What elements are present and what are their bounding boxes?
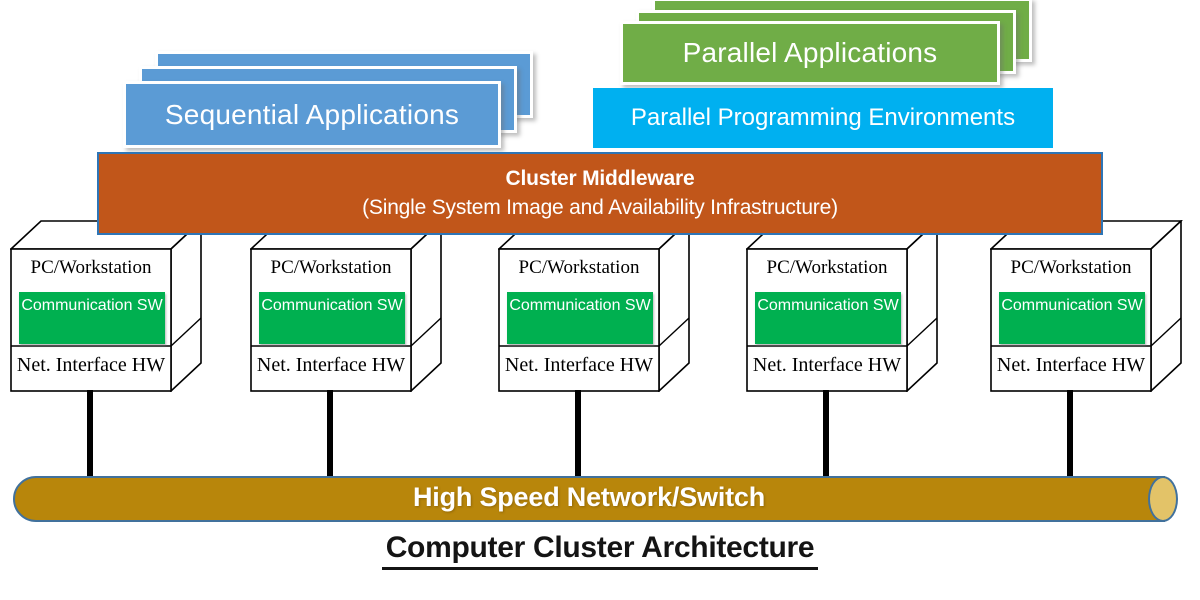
parallel-applications-box: Parallel Applications (620, 21, 1000, 85)
cluster-node: PC/Workstation Communication SW Net. Int… (10, 220, 203, 392)
communication-sw-box: Communication SW (755, 292, 901, 344)
node-title: PC/Workstation (518, 257, 640, 278)
net-interface-hw-label: Net. Interface HW (504, 354, 654, 376)
node-network-connector (1067, 390, 1073, 480)
net-interface-hw-label: Net. Interface HW (996, 354, 1146, 376)
sequential-applications-box: Sequential Applications (123, 81, 501, 148)
node-network-connector (575, 390, 581, 480)
node-title: PC/Workstation (1010, 257, 1132, 278)
parallel-programming-environments-label: Parallel Programming Environments (630, 104, 1016, 131)
net-interface-hw-label: Net. Interface HW (16, 354, 166, 376)
communication-sw-box: Communication SW (507, 292, 653, 344)
cluster-node: PC/Workstation Communication SW Net. Int… (250, 220, 443, 392)
cluster-middleware-title: Cluster Middleware (505, 167, 695, 190)
node-network-connector (823, 390, 829, 480)
cluster-node: PC/Workstation Communication SW Net. Int… (498, 220, 691, 392)
cluster-node: PC/Workstation Communication SW Net. Int… (990, 220, 1183, 392)
cluster-middleware-box: Cluster Middleware (Single System Image … (97, 152, 1103, 235)
net-interface-hw-label: Net. Interface HW (256, 354, 406, 376)
communication-sw-box: Communication SW (999, 292, 1145, 344)
cluster-middleware-subtitle: (Single System Image and Availability In… (362, 196, 838, 219)
node-title: PC/Workstation (766, 257, 888, 278)
node-network-connector (327, 390, 333, 480)
network-cylinder-end-cap (1148, 476, 1178, 522)
node-title: PC/Workstation (270, 257, 392, 278)
parallel-programming-environments-box: Parallel Programming Environments (593, 88, 1053, 148)
cluster-node: PC/Workstation Communication SW Net. Int… (746, 220, 939, 392)
node-network-connector (87, 390, 93, 480)
net-interface-hw-label: Net. Interface HW (752, 354, 902, 376)
node-title: PC/Workstation (30, 257, 152, 278)
parallel-applications-label: Parallel Applications (682, 37, 938, 68)
communication-sw-box: Communication SW (259, 292, 405, 344)
communication-sw-box: Communication SW (19, 292, 165, 344)
network-cylinder-body (13, 476, 1165, 522)
sequential-applications-label: Sequential Applications (164, 98, 460, 130)
diagram-title: Computer Cluster Architecture (0, 531, 1200, 570)
high-speed-network-label: High Speed Network/Switch (412, 482, 766, 512)
